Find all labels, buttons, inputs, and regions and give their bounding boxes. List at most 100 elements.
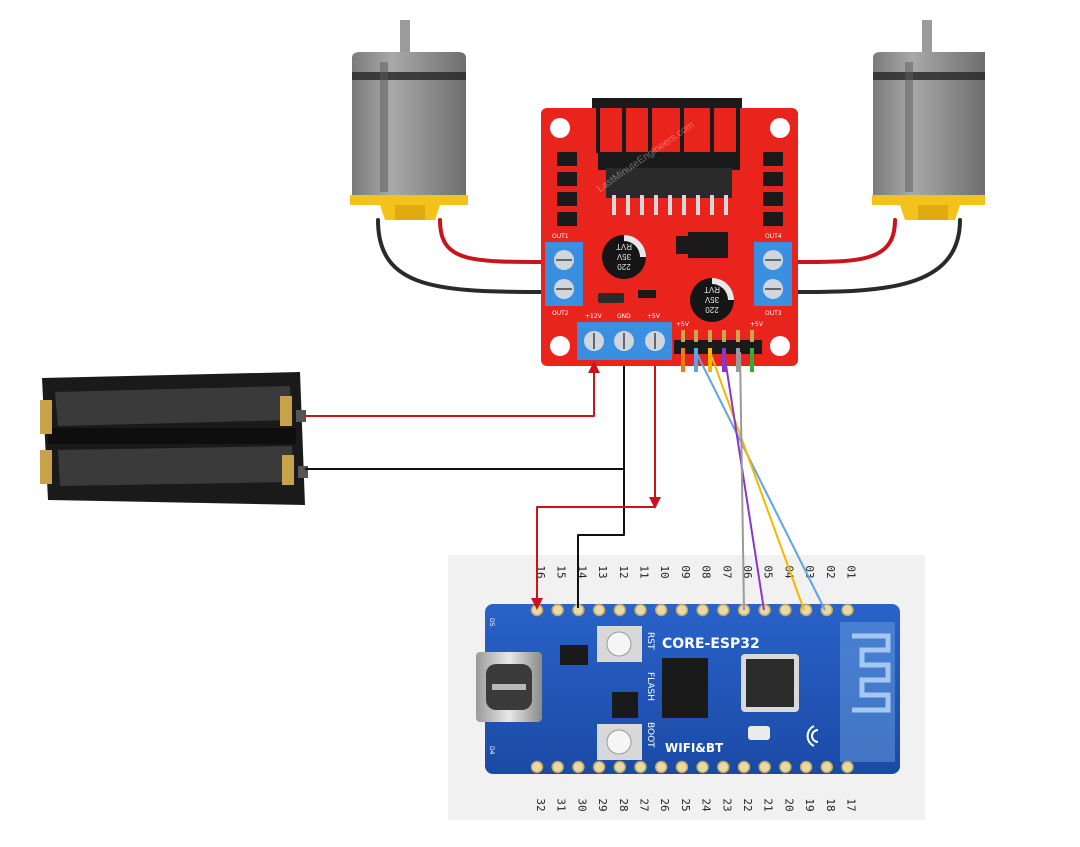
pin-label-top-09: 09: [679, 565, 692, 578]
cap-label-2b: 35V: [704, 295, 719, 304]
pad-bottom-25: [675, 760, 689, 774]
terminal-out1-out2: [545, 242, 583, 306]
pad-top-12: [613, 603, 627, 617]
pin-label-top-03: 03: [803, 565, 816, 578]
pad-bottom-22: [737, 760, 751, 774]
pin-label-bottom-29: 29: [596, 798, 609, 811]
capacitor-right: 220 35V RVT: [690, 278, 734, 322]
pad-bottom-23: [717, 760, 730, 774]
pin-label-top-10: 10: [658, 565, 671, 578]
pin-label-bottom-19: 19: [803, 798, 816, 811]
motor-wires: [376, 218, 962, 294]
pad-top-16: [530, 603, 544, 617]
pad-bottom-17: [841, 760, 854, 774]
label-12v: +12V: [585, 313, 603, 320]
pin-label-bottom-25: 25: [679, 798, 692, 811]
pin-label-bottom-28: 28: [617, 798, 630, 811]
pad-top-05: [758, 603, 771, 617]
pad-top-07: [717, 603, 730, 617]
pin-label-bottom-21: 21: [762, 798, 775, 811]
wire-battery-positive: [305, 361, 600, 417]
pad-bottom-29: [592, 760, 606, 774]
pad-top-09: [675, 603, 689, 617]
label-out4: OUT4: [765, 233, 782, 240]
dc-motor-left-icon: [350, 20, 468, 220]
pin-label-bottom-30: 30: [575, 798, 588, 811]
pad-top-04: [779, 603, 792, 617]
capacitor-left: 220 35V RVT: [602, 235, 646, 279]
label-out1: OUT1: [552, 233, 569, 240]
pad-top-13: [592, 603, 606, 617]
label-d5: D5: [488, 618, 495, 627]
usb-c-port-icon: [476, 652, 542, 722]
label-out3: OUT3: [765, 310, 782, 317]
pin-label-bottom-20: 20: [782, 798, 795, 811]
pin-label-bottom-31: 31: [555, 798, 568, 811]
pad-bottom-24: [696, 760, 709, 774]
boot-button[interactable]: [597, 724, 642, 760]
label-out2: OUT2: [552, 310, 569, 317]
pad-bottom-21: [758, 760, 771, 774]
pin-label-bottom-32: 32: [534, 798, 547, 811]
label-5v: +5V: [647, 313, 661, 320]
pad-top-10: [654, 603, 668, 617]
pin-label-bottom-17: 17: [845, 798, 858, 811]
pad-top-15: [551, 603, 564, 617]
pin-label-top-01: 01: [845, 565, 858, 578]
pad-bottom-31: [551, 760, 564, 774]
pad-bottom-28: [613, 760, 627, 774]
antenna-icon: [806, 725, 819, 747]
pin-label-top-12: 12: [617, 565, 630, 578]
wire-blue-to-pin-02: [695, 351, 826, 611]
l298n-driver-board: 220 35V RVT 220 35V RVT: [541, 98, 798, 366]
cap-label-3: RVT: [616, 242, 632, 251]
header-wire-stubs: [681, 348, 754, 372]
wire-5v-to-esp: [531, 506, 655, 610]
pin-label-bottom-18: 18: [824, 798, 837, 811]
esp32-name: CORE-ESP32: [662, 636, 760, 652]
wire-purple-to-pin-05: [723, 351, 765, 611]
label-5v-right-pin: +5V: [750, 321, 764, 328]
pin-label-bottom-23: 23: [720, 798, 733, 811]
pin-label-top-16: 16: [534, 565, 547, 578]
pad-bottom-32: [530, 760, 544, 774]
pin-label-bottom-27: 27: [638, 798, 651, 811]
rst-button[interactable]: [597, 626, 642, 662]
label-rst: RST: [645, 632, 655, 650]
pad-top-01: [841, 603, 854, 617]
label-d4: D4: [488, 746, 495, 755]
pad-bottom-19: [799, 760, 813, 774]
pad-bottom-20: [779, 760, 792, 774]
pin-label-top-02: 02: [824, 565, 837, 578]
pin-label-top-15: 15: [555, 565, 568, 578]
pin-label-top-11: 11: [638, 565, 651, 578]
cap-label-2: 35V: [616, 252, 631, 261]
terminal-power: [577, 322, 672, 360]
pin-label-top-05: 05: [762, 565, 775, 578]
pad-top-11: [634, 603, 647, 617]
cap-label-3b: RVT: [704, 285, 720, 294]
wire-battery-negative: [305, 366, 625, 470]
pad-bottom-18: [820, 760, 834, 774]
esp32-bottom-pads: [530, 760, 854, 774]
dc-motor-right-icon: [872, 20, 985, 220]
pin-label-top-13: 13: [596, 565, 609, 578]
pad-top-08: [696, 603, 709, 617]
label-boot: BOOT: [645, 722, 655, 748]
wire-gnd-to-esp: [577, 469, 625, 608]
cap-label-1b: 220: [705, 305, 719, 314]
pad-bottom-26: [654, 760, 668, 774]
wires: [305, 351, 826, 611]
label-gnd: GND: [617, 313, 631, 320]
esp32-subtitle: WIFI&BT: [665, 741, 724, 755]
label-flash: FLASH: [645, 672, 655, 701]
label-5v-left-pin: +5V: [676, 321, 690, 328]
pin-label-top-07: 07: [720, 565, 733, 578]
esp32-board: CORE-ESP32 WIFI&BT RST FLASH BOOT D5 D4: [476, 603, 900, 774]
pad-bottom-27: [634, 760, 647, 774]
pad-bottom-30: [572, 760, 585, 774]
wire-yellow-to-pin-04: [709, 351, 805, 611]
